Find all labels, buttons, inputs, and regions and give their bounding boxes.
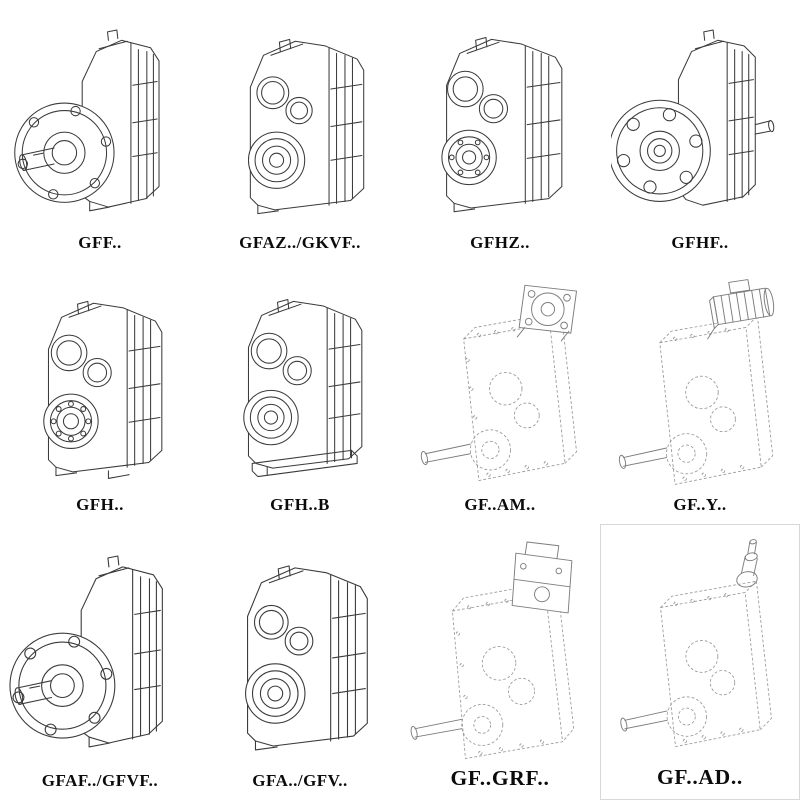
output-shaft xyxy=(19,147,55,171)
output-shaft xyxy=(420,443,471,465)
output-shaft xyxy=(618,447,667,469)
gearbox-drawing-shaft-adapter xyxy=(603,529,797,765)
output-flange xyxy=(9,632,116,739)
output-flange xyxy=(611,99,711,202)
gearbox-housing xyxy=(247,298,363,469)
gear-bosses xyxy=(253,604,314,656)
output-bearing xyxy=(43,393,99,449)
gearbox-housing xyxy=(47,300,163,479)
gearbox-housing xyxy=(463,311,577,481)
gearbox-housing xyxy=(659,315,774,485)
product-cell-gf-am: GF..AM.. xyxy=(400,262,600,524)
gearbox-drawing-flange-shaft-large xyxy=(2,528,198,771)
gear-bosses xyxy=(256,76,313,124)
gearbox-drawing-hollow-bore-large xyxy=(202,528,398,771)
gearbox-housing xyxy=(247,565,368,751)
gearbox-housing xyxy=(249,38,365,214)
motor-adapter-flange xyxy=(516,284,578,342)
gearbox-drawing-hollow-bearing xyxy=(402,4,598,233)
mounting-base xyxy=(251,449,358,477)
product-label: GFAF../GFVF.. xyxy=(41,771,159,791)
gearbox-drawing-hollow-bore xyxy=(202,4,398,233)
product-label: GF..Y.. xyxy=(673,495,727,515)
product-label: GFF.. xyxy=(78,233,122,253)
motor xyxy=(707,278,775,340)
output-bearing xyxy=(243,389,299,445)
product-cell-gf-y: GF..Y.. xyxy=(600,262,800,524)
product-cell-gfhz: GFHZ.. xyxy=(400,0,600,262)
gear-bosses xyxy=(50,334,112,387)
gearbox-drawing-with-motor xyxy=(602,266,798,495)
hollow-shaft-bore xyxy=(245,663,306,724)
gear-bosses xyxy=(447,70,509,123)
output-flange xyxy=(14,102,115,203)
gearbox-drawing-foot-bearing xyxy=(2,266,198,495)
product-label: GF..AD.. xyxy=(656,765,744,790)
product-label: GFHF.. xyxy=(671,233,729,253)
output-shaft xyxy=(620,710,668,732)
product-label: GFA../GFV.. xyxy=(252,771,348,791)
gearbox-housing xyxy=(677,29,756,206)
product-cell-gfaf-gfvf: GFAF../GFVF.. xyxy=(0,524,200,800)
gearbox-housing xyxy=(81,29,160,212)
product-cell-gfh-b: GFH..B xyxy=(200,262,400,524)
product-cell-gfaz-gkvf: GFAZ../GKVF.. xyxy=(200,0,400,262)
product-cell-gff: GFF.. xyxy=(0,0,200,262)
product-label: GFH..B xyxy=(270,495,330,515)
gearbox-housing xyxy=(660,580,772,748)
gearbox-drawing-flange-left xyxy=(602,4,798,233)
hollow-shaft-bore xyxy=(247,131,306,189)
product-label: GFAZ../GKVF.. xyxy=(239,233,361,253)
product-label: GF..AM.. xyxy=(464,495,536,515)
hollow-shaft-bearing xyxy=(441,129,497,185)
output-shaft xyxy=(410,719,463,740)
product-label: GFHZ.. xyxy=(470,233,530,253)
product-cell-gfhf: GFHF.. xyxy=(600,0,800,262)
product-cell-gfa-gfv: GFA../GFV.. xyxy=(200,524,400,800)
gearbox-drawing-motor-adapter xyxy=(402,266,598,495)
input-shaft-adapter xyxy=(736,539,758,588)
gearbox-drawing-gearhead-input xyxy=(402,528,598,766)
gearbox-drawing-flange-shaft xyxy=(2,4,198,233)
gearbox-housing xyxy=(446,36,563,212)
gear-bosses xyxy=(250,332,312,385)
product-label: GFH.. xyxy=(76,495,124,515)
product-label: GF..GRF.. xyxy=(450,766,550,791)
input-gearhead xyxy=(511,541,573,614)
gearbox-housing xyxy=(80,555,163,748)
product-cell-gfh: GFH.. xyxy=(0,262,200,524)
input-shaft-stub xyxy=(754,119,775,135)
product-cell-gf-grf: GF..GRF.. xyxy=(400,524,600,800)
gearbox-drawing-foot-base xyxy=(202,266,398,495)
output-shaft xyxy=(14,679,53,705)
product-cell-gf-ad: GF..AD.. xyxy=(600,524,800,800)
